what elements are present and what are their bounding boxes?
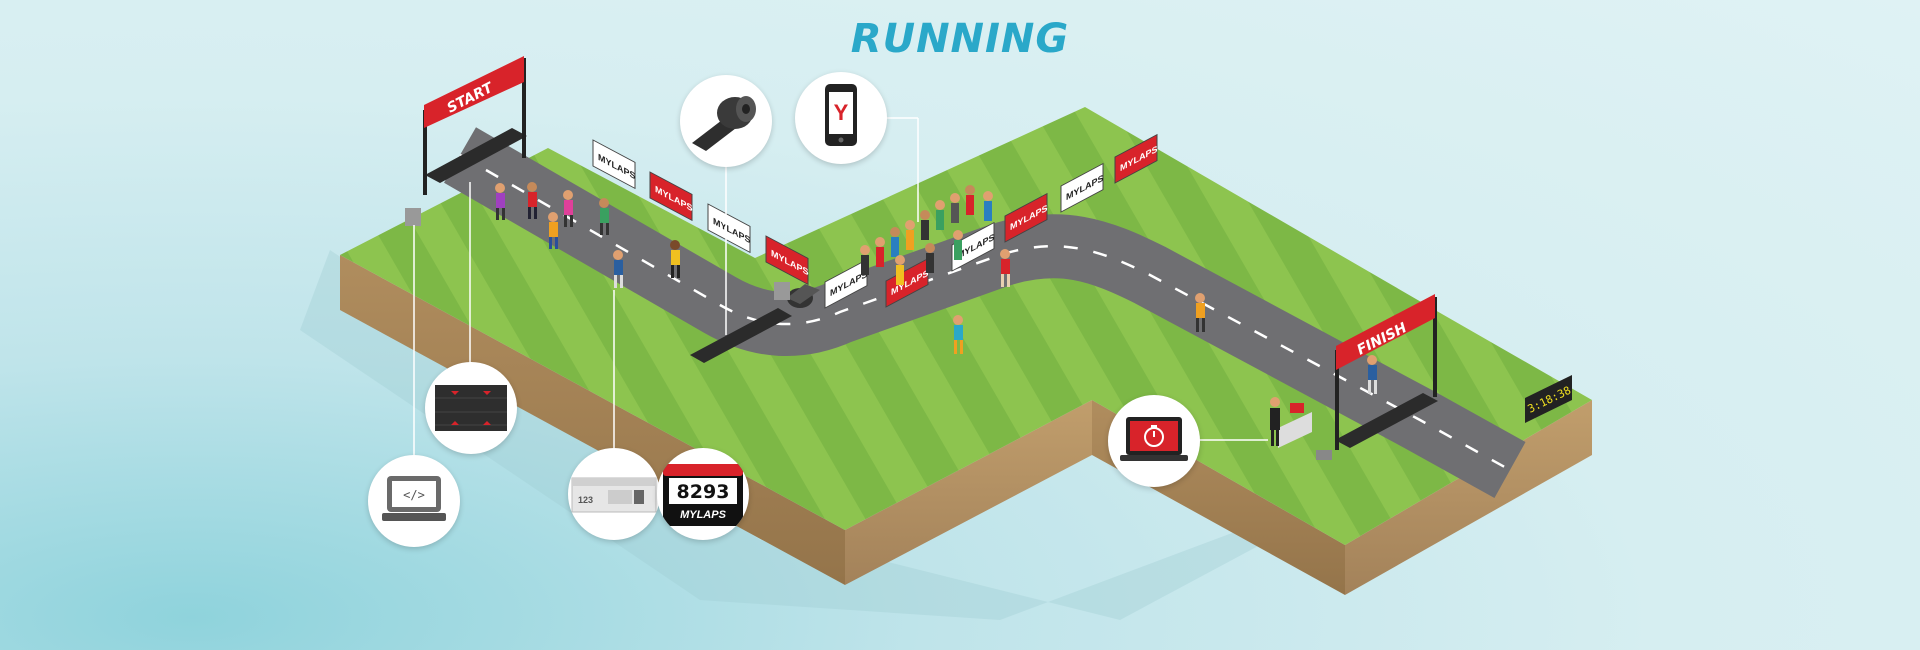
race-road bbox=[425, 127, 1526, 498]
page-title: RUNNING bbox=[850, 16, 1070, 62]
ground-shadow bbox=[300, 250, 1400, 620]
spectator-crowd bbox=[860, 185, 993, 285]
svg-text:8293: 8293 bbox=[677, 481, 730, 503]
mat-roll bbox=[787, 284, 820, 308]
svg-text:Y: Y bbox=[834, 100, 849, 125]
bib-tag-callout: 123 bbox=[568, 448, 660, 540]
code-laptop-callout: </> bbox=[368, 455, 460, 547]
runners bbox=[495, 182, 1377, 394]
mat-roll-icon bbox=[692, 96, 756, 151]
timing-laptop-icon bbox=[1120, 417, 1188, 461]
race-bib-callout: 8293 MYLAPS bbox=[657, 448, 749, 540]
start-timing-mat bbox=[425, 128, 527, 183]
race-bib-icon: 8293 MYLAPS bbox=[663, 464, 743, 526]
mat-roll-callout bbox=[680, 75, 772, 167]
mid-decoder bbox=[774, 282, 790, 300]
mobile-app-callout: Y bbox=[795, 72, 887, 164]
mobile-app-icon: Y bbox=[825, 84, 857, 146]
timing-mat-icon bbox=[435, 385, 507, 431]
code-laptop-icon: </> bbox=[382, 476, 446, 521]
mid-timing-mat bbox=[690, 308, 792, 363]
bib-tag-icon: 123 bbox=[571, 477, 657, 513]
timing-station bbox=[1270, 397, 1332, 460]
finish-timing-mat bbox=[1335, 393, 1438, 448]
start-decoder bbox=[405, 208, 421, 226]
svg-text:</>: </> bbox=[403, 488, 425, 502]
svg-text:MYLAPS: MYLAPS bbox=[680, 509, 727, 521]
svg-text:123: 123 bbox=[578, 495, 593, 505]
timing-laptop-callout bbox=[1108, 395, 1200, 487]
timing-mat-callout bbox=[425, 362, 517, 454]
